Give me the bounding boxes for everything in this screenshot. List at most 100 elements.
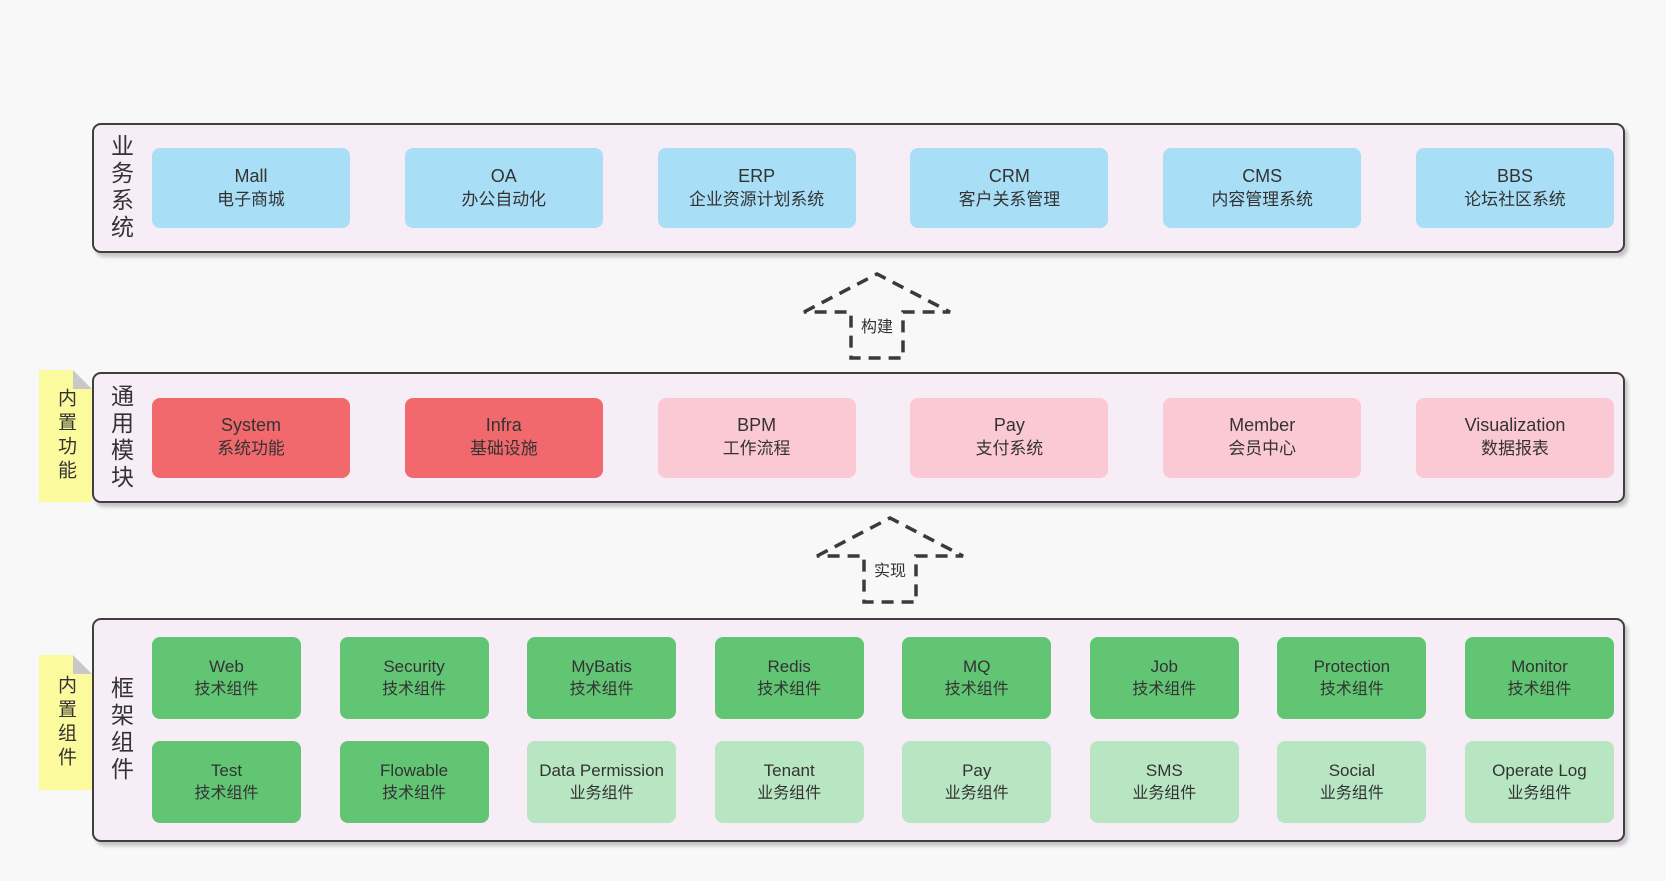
component-row-2: Test 技术组件 Flowable 技术组件 Data Permission … bbox=[146, 741, 1623, 823]
box-subtitle: 技术组件 bbox=[382, 680, 446, 698]
box-subtitle: 业务组件 bbox=[1132, 784, 1197, 802]
box-title: BBS bbox=[1496, 165, 1533, 186]
box-title: Infra bbox=[485, 415, 522, 436]
box-title: ERP bbox=[738, 165, 776, 186]
component-rows: Web 技术组件 Security 技术组件 MyBatis 技术组件 Redi… bbox=[146, 620, 1623, 840]
box-pay-biz: Pay 业务组件 bbox=[902, 741, 1052, 823]
box-flowable: Flowable 技术组件 bbox=[339, 741, 489, 823]
business-boxes-row: Mall 电子商城 OA 办公自动化 ERP 企业资源计划系统 CRM 客户关系… bbox=[146, 125, 1623, 251]
sticky-note-built-in-features: 内置功能 bbox=[39, 370, 92, 502]
up-arrow-dashed-icon bbox=[803, 272, 951, 360]
box-subtitle: 技术组件 bbox=[757, 680, 822, 698]
module-boxes-row: System 系统功能 Infra 基础设施 BPM 工作流程 Pay 支付系统… bbox=[146, 374, 1623, 501]
box-tenant: Tenant 业务组件 bbox=[714, 741, 864, 823]
box-subtitle: 论坛社区系统 bbox=[1464, 189, 1566, 209]
box-crm: CRM 客户关系管理 bbox=[910, 148, 1109, 228]
folded-corner-icon bbox=[73, 655, 92, 674]
box-title: Visualization bbox=[1464, 415, 1566, 436]
box-title: Social bbox=[1328, 761, 1376, 781]
box-cms: CMS 内容管理系统 bbox=[1163, 148, 1362, 228]
box-title: Monitor bbox=[1511, 657, 1568, 677]
box-operate-log: Operate Log 业务组件 bbox=[1464, 741, 1614, 823]
box-subtitle: 支付系统 bbox=[975, 439, 1044, 459]
box-title: Security bbox=[383, 657, 445, 677]
box-subtitle: 技术组件 bbox=[1132, 680, 1197, 698]
folded-corner-icon bbox=[73, 370, 92, 389]
implement-arrow-icon: 实现 bbox=[815, 516, 965, 604]
box-subtitle: 办公自动化 bbox=[461, 189, 547, 209]
box-subtitle: 技术组件 bbox=[194, 784, 259, 802]
box-subtitle: 工作流程 bbox=[722, 439, 791, 459]
sticky-note-label: 内置组件 bbox=[55, 674, 76, 771]
box-subtitle: 业务组件 bbox=[757, 784, 822, 802]
box-subtitle: 内容管理系统 bbox=[1211, 189, 1313, 209]
box-title: MyBatis bbox=[571, 657, 632, 677]
band-common-modules: 通用模块 System 系统功能 Infra 基础设施 BPM 工作流程 Pay… bbox=[92, 372, 1625, 503]
box-subtitle: 技术组件 bbox=[382, 784, 446, 802]
box-title: Operate Log bbox=[1492, 761, 1587, 781]
box-subtitle: 会员中心 bbox=[1228, 439, 1296, 459]
box-data-permission: Data Permission 业务组件 bbox=[527, 741, 677, 823]
box-title: Tenant bbox=[763, 761, 815, 781]
box-system: System 系统功能 bbox=[152, 397, 350, 478]
box-title: CMS bbox=[1242, 165, 1283, 186]
sticky-note-built-in-components: 内置组件 bbox=[39, 655, 92, 790]
box-subtitle: 业务组件 bbox=[944, 784, 1009, 802]
up-arrow-dashed-icon bbox=[816, 516, 964, 604]
box-subtitle: 技术组件 bbox=[194, 680, 259, 698]
box-mybatis: MyBatis 技术组件 bbox=[527, 637, 677, 719]
box-sms: SMS 业务组件 bbox=[1089, 741, 1239, 823]
box-title: Mall bbox=[234, 165, 268, 186]
box-title: System bbox=[220, 415, 281, 436]
box-pay: Pay 支付系统 bbox=[910, 397, 1109, 478]
box-title: Web bbox=[209, 657, 244, 677]
box-subtitle: 技术组件 bbox=[944, 680, 1009, 698]
band-label-business-systems: 业务系统 bbox=[94, 125, 146, 251]
band-label-text: 业务系统 bbox=[107, 134, 134, 242]
box-subtitle: 企业资源计划系统 bbox=[688, 189, 825, 209]
box-subtitle: 业务组件 bbox=[569, 784, 634, 802]
box-subtitle: 技术组件 bbox=[1319, 680, 1384, 698]
implement-arrow-label: 实现 bbox=[870, 554, 910, 583]
box-oa: OA 办公自动化 bbox=[404, 148, 603, 228]
box-monitor: Monitor 技术组件 bbox=[1464, 637, 1614, 719]
box-title: Pay bbox=[993, 415, 1025, 436]
box-subtitle: 技术组件 bbox=[569, 680, 634, 698]
box-redis: Redis 技术组件 bbox=[714, 637, 864, 719]
box-visualization: Visualization 数据报表 bbox=[1415, 397, 1614, 478]
box-erp: ERP 企业资源计划系统 bbox=[657, 148, 856, 228]
box-test: Test 技术组件 bbox=[152, 741, 301, 823]
box-title: Job bbox=[1150, 657, 1179, 677]
box-title: Redis bbox=[767, 657, 811, 677]
box-subtitle: 系统功能 bbox=[217, 439, 285, 459]
box-title: BPM bbox=[737, 415, 777, 436]
box-title: Pay bbox=[962, 761, 992, 781]
box-subtitle: 电子商城 bbox=[217, 189, 285, 209]
box-subtitle: 业务组件 bbox=[1507, 784, 1572, 802]
box-title: Data Permission bbox=[539, 761, 664, 781]
box-title: Protection bbox=[1313, 657, 1391, 677]
band-label-text: 框架组件 bbox=[107, 676, 134, 784]
box-bbs: BBS 论坛社区系统 bbox=[1415, 148, 1614, 228]
box-title: Test bbox=[210, 761, 243, 781]
box-web: Web 技术组件 bbox=[152, 637, 301, 719]
box-subtitle: 基础设施 bbox=[469, 439, 538, 459]
box-title: SMS bbox=[1145, 761, 1183, 781]
box-subtitle: 客户关系管理 bbox=[958, 189, 1061, 209]
box-subtitle: 技术组件 bbox=[1507, 680, 1572, 698]
box-title: Flowable bbox=[380, 761, 449, 781]
box-title: Member bbox=[1229, 415, 1296, 436]
box-infra: Infra 基础设施 bbox=[404, 397, 603, 478]
box-title: CRM bbox=[988, 165, 1030, 186]
box-protection: Protection 技术组件 bbox=[1277, 637, 1427, 719]
box-mall: Mall 电子商城 bbox=[152, 148, 350, 228]
sticky-note-label: 内置功能 bbox=[55, 388, 76, 484]
band-business-systems: 业务系统 Mall 电子商城 OA 办公自动化 ERP 企业资源计划系统 CRM… bbox=[92, 123, 1625, 253]
box-security: Security 技术组件 bbox=[339, 637, 489, 719]
box-job: Job 技术组件 bbox=[1089, 637, 1239, 719]
build-arrow-label: 构建 bbox=[857, 310, 897, 339]
box-subtitle: 业务组件 bbox=[1319, 784, 1384, 802]
band-label-common-modules: 通用模块 bbox=[94, 374, 146, 501]
box-mq: MQ 技术组件 bbox=[902, 637, 1052, 719]
box-title: MQ bbox=[963, 657, 991, 677]
